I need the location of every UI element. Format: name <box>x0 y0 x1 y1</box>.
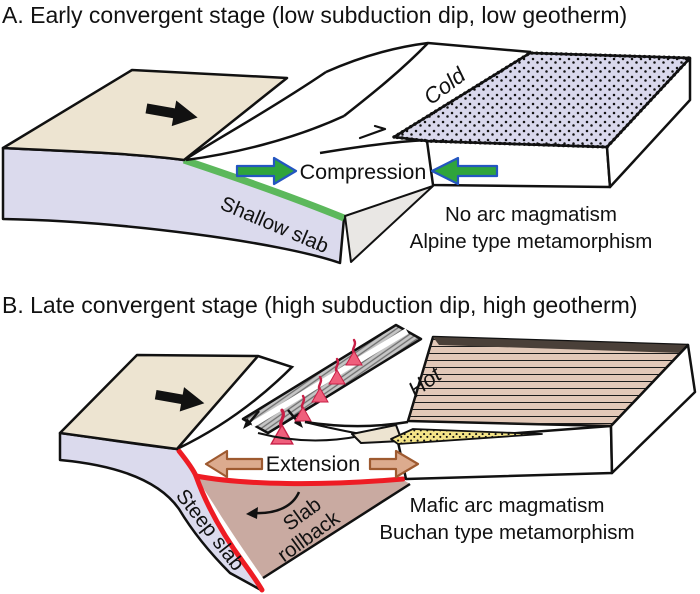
slab-rollback-region <box>196 477 410 578</box>
panel-a-diagram: Compression Cold Shallow slab No arc mag… <box>1 41 694 265</box>
extension-label: Extension <box>266 452 360 476</box>
extension-arrow-right-icon <box>368 449 420 479</box>
wedge-base-curve <box>185 114 345 162</box>
compression-label: Compression <box>300 160 427 184</box>
compression-arrow-left-icon <box>235 156 298 186</box>
bent-plate-sliver-line <box>185 70 327 161</box>
wedge-ridge-line <box>343 42 429 117</box>
rollback-arrow-icon <box>246 491 301 519</box>
compression-arrow-right-icon <box>430 156 499 186</box>
panel-b-diagram: Extension Hot Steep slab Slab rollback M… <box>58 323 697 593</box>
extension-arrow-left-icon <box>204 449 264 479</box>
panel-a-title: A. Early convergent stage (low subductio… <box>2 2 628 28</box>
basin-lower-line <box>257 432 361 442</box>
extended-block-top-face-striped <box>406 335 690 428</box>
alpine-metamorphism-label: Alpine type metamorphism <box>410 230 653 253</box>
plate-motion-arrow-icon <box>154 387 205 412</box>
incoming-plate-top-face <box>58 353 260 451</box>
rollback-region-edge <box>262 482 411 580</box>
bent-plate-sliver-line <box>178 354 295 450</box>
rollback-top-line-red <box>193 473 406 487</box>
panel-b-title: B. Late convergent stage (high subductio… <box>2 292 638 318</box>
basin-sediment-wedge <box>390 428 543 445</box>
subduction-interface-line-green <box>182 156 346 222</box>
no-arc-magmatism-label: No arc magmatism <box>445 203 617 226</box>
subduction-interface-line-red <box>176 448 265 593</box>
mantle-wedge <box>344 185 434 263</box>
overriding-block-top-face-stippled <box>388 51 694 149</box>
shallow-slab-side-face <box>1 146 346 265</box>
incoming-plate-top-face <box>1 68 289 162</box>
buchan-metamorphism-label: Buchan type metamorphism <box>379 521 634 544</box>
forearc-base-line <box>319 138 431 155</box>
thrust-fault-arrow-icon <box>358 124 387 140</box>
wedge-top-silhouette <box>325 41 532 74</box>
extended-block-right-face <box>609 343 697 475</box>
plate-motion-arrow-icon <box>145 100 198 127</box>
mafic-magmatism-label: Mafic arc magmatism <box>410 494 605 517</box>
arc-slope-base-line <box>304 420 409 428</box>
